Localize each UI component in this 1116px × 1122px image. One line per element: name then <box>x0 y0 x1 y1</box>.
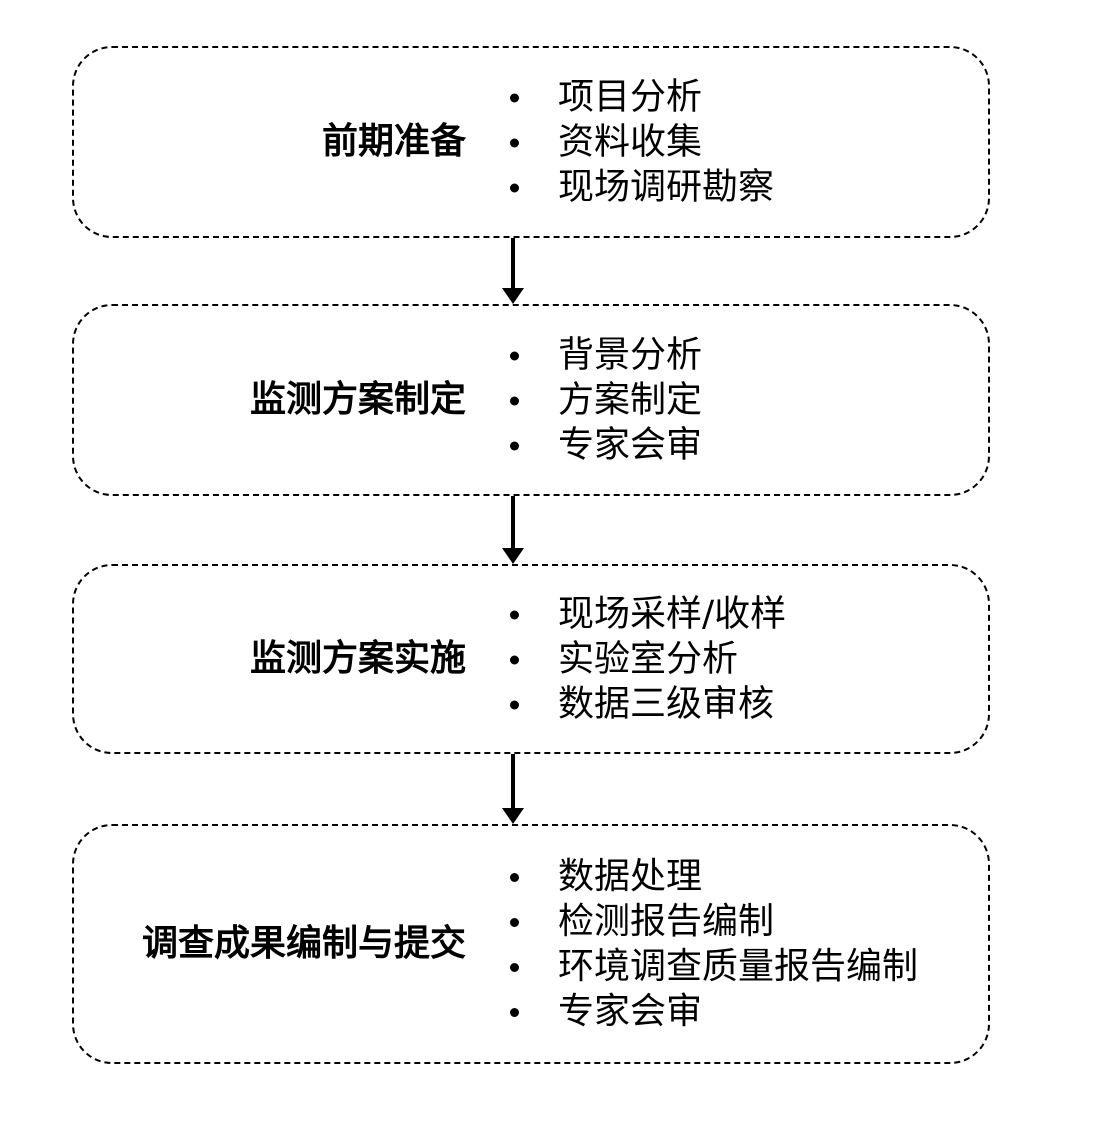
bullet-icon <box>510 351 519 360</box>
list-item-text: 专家会审 <box>558 424 703 466</box>
step-box-results-submission: 调查成果编制与提交 数据处理 检测报告编制 环境调查质量报告编制 专家会审 <box>72 824 990 1064</box>
list-item-text: 现场采样/收样 <box>558 593 787 635</box>
step-item-list: 数据处理 检测报告编制 环境调查质量报告编制 专家会审 <box>510 854 918 1034</box>
arrow-shaft <box>511 496 515 550</box>
step-title: 监测方案实施 <box>249 638 466 679</box>
list-item-text: 方案制定 <box>558 379 703 421</box>
list-item: 现场采样/收样 <box>510 592 786 637</box>
arrow-down-icon <box>502 754 524 824</box>
list-item: 检测报告编制 <box>510 899 918 944</box>
bullet-icon <box>510 138 519 147</box>
bullet-icon <box>510 872 519 882</box>
list-item-text: 数据处理 <box>558 856 703 897</box>
list-item: 资料收集 <box>510 120 774 165</box>
list-item-text: 环境调查质量报告编制 <box>558 946 919 987</box>
list-item: 项目分析 <box>510 75 774 120</box>
list-item: 现场调研勘察 <box>510 165 774 210</box>
step-item-list: 现场采样/收样 实验室分析 数据三级审核 <box>510 592 786 727</box>
list-item-text: 项目分析 <box>558 76 703 118</box>
list-item: 专家会审 <box>510 423 702 468</box>
arrow-shaft <box>511 754 515 810</box>
bullet-icon <box>510 962 519 972</box>
arrow-head <box>502 808 524 824</box>
list-item-text: 检测报告编制 <box>558 901 775 942</box>
step-box-preparation: 前期准备 项目分析 资料收集 现场调研勘察 <box>72 46 990 238</box>
list-item-text: 专家会审 <box>558 991 703 1032</box>
step-box-plan-formulation: 监测方案制定 背景分析 方案制定 专家会审 <box>72 304 990 496</box>
list-item: 环境调查质量报告编制 <box>510 944 918 989</box>
step-item-list: 项目分析 资料收集 现场调研勘察 <box>510 75 774 210</box>
step-item-list: 背景分析 方案制定 专家会审 <box>510 333 702 468</box>
list-item-text: 背景分析 <box>558 334 703 376</box>
list-item: 专家会审 <box>510 989 918 1034</box>
bullet-icon <box>510 1007 519 1017</box>
bullet-icon <box>510 93 519 102</box>
list-item-text: 数据三级审核 <box>558 683 775 725</box>
bullet-icon <box>510 610 519 619</box>
list-item-text: 现场调研勘察 <box>558 166 775 208</box>
arrow-down-icon <box>502 238 524 304</box>
list-item: 数据三级审核 <box>510 682 786 727</box>
bullet-icon <box>510 917 519 927</box>
arrow-head <box>502 548 524 564</box>
arrow-head <box>502 288 524 304</box>
step-box-plan-implementation: 监测方案实施 现场采样/收样 实验室分析 数据三级审核 <box>72 564 990 754</box>
list-item-text: 实验室分析 <box>558 638 739 680</box>
bullet-icon <box>510 655 519 664</box>
list-item: 实验室分析 <box>510 637 786 682</box>
step-title: 前期准备 <box>321 121 466 162</box>
step-title: 监测方案制定 <box>249 379 466 420</box>
bullet-icon <box>510 700 519 709</box>
list-item-text: 资料收集 <box>558 121 703 163</box>
bullet-icon <box>510 441 519 450</box>
list-item: 数据处理 <box>510 854 918 899</box>
list-item: 背景分析 <box>510 333 702 378</box>
arrow-down-icon <box>502 496 524 564</box>
arrow-shaft <box>511 238 515 290</box>
step-title: 调查成果编制与提交 <box>141 923 466 964</box>
list-item: 方案制定 <box>510 378 702 423</box>
bullet-icon <box>510 396 519 405</box>
bullet-icon <box>510 183 519 192</box>
